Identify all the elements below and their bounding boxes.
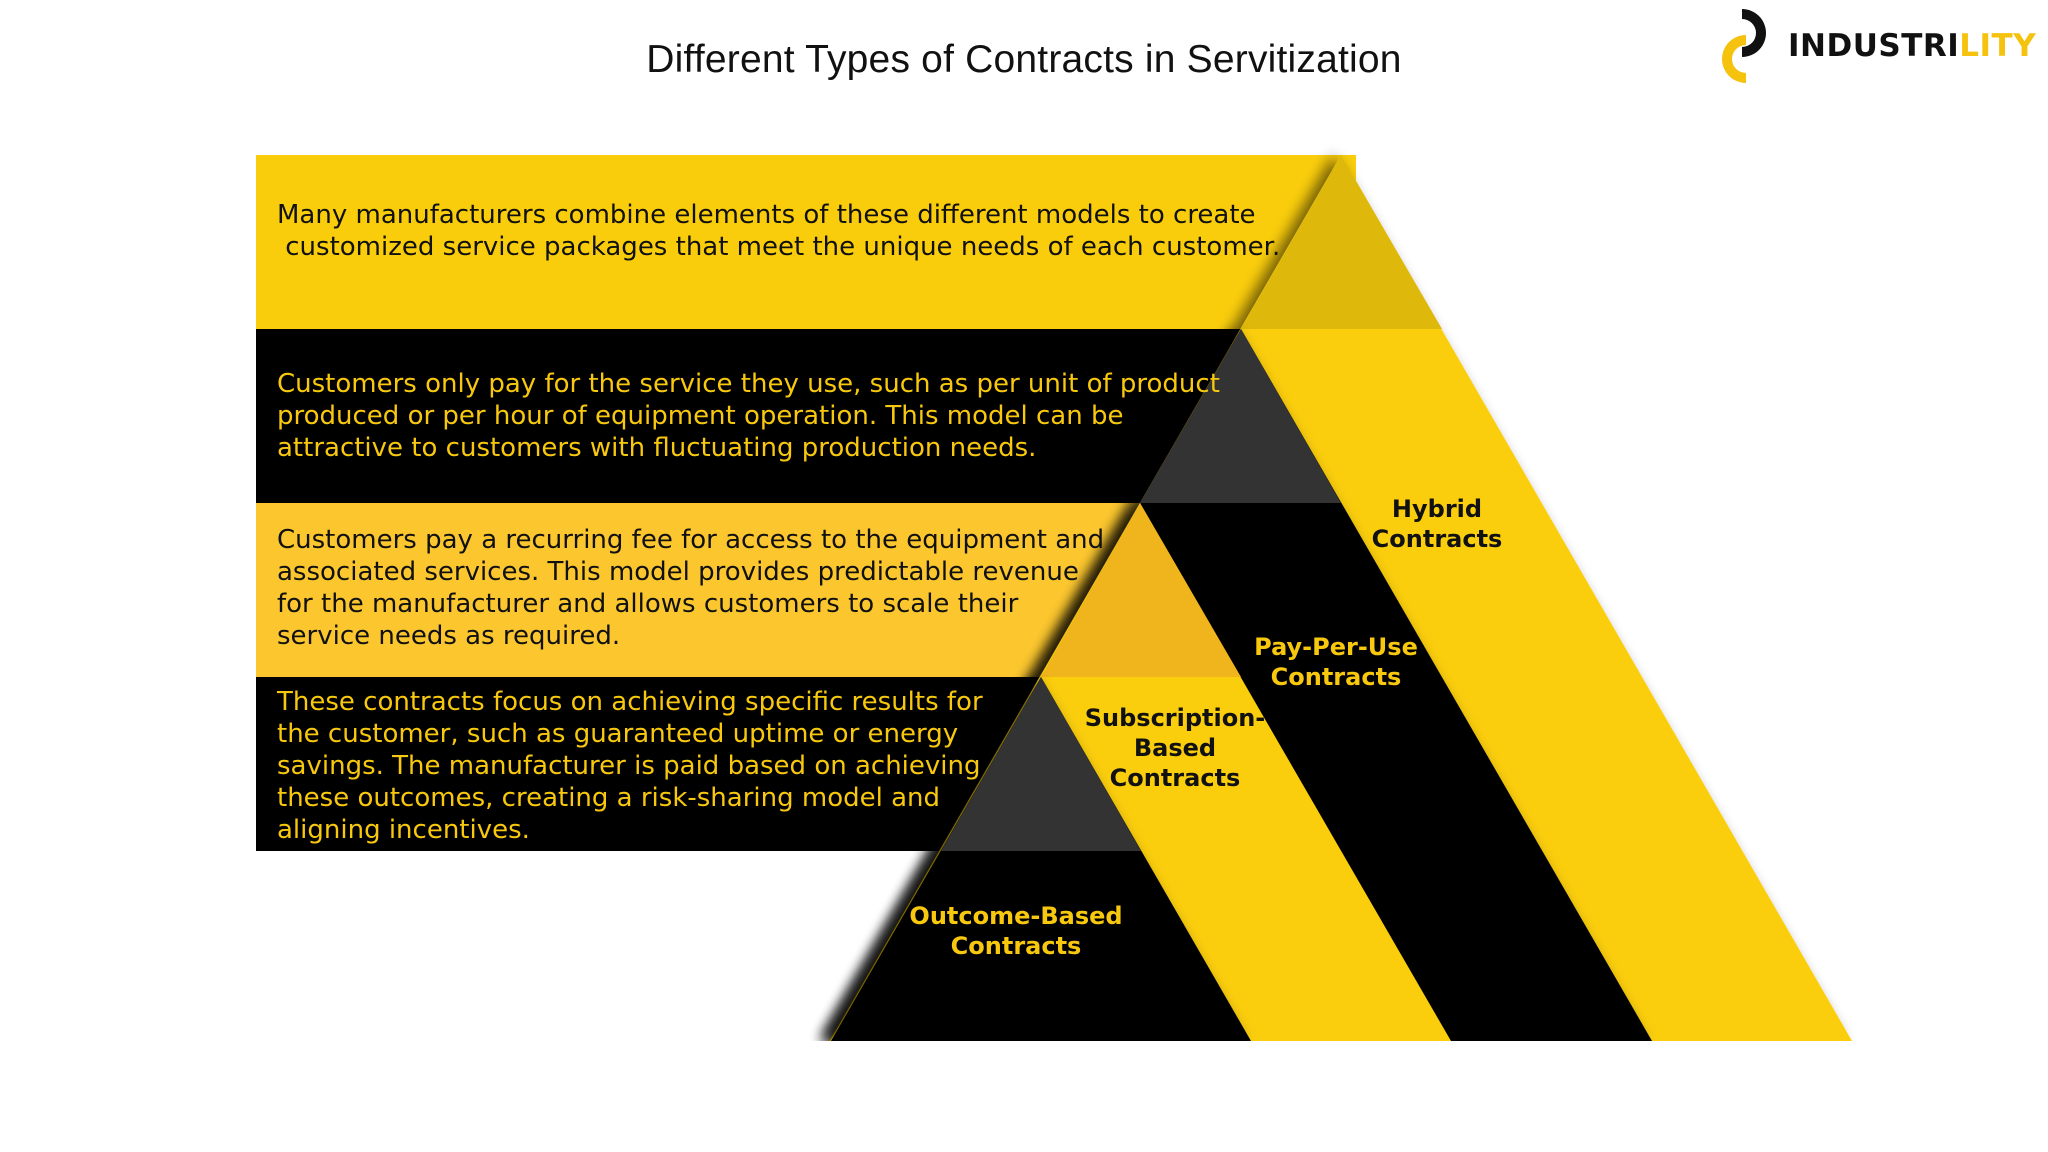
logo-text-accent: LITY: [1959, 28, 2037, 64]
description-pay-per-use: Customers only pay for the service they …: [277, 369, 1220, 463]
industrility-logo-icon: [1722, 9, 1766, 83]
description-outcome: These contracts focus on achieving speci…: [277, 687, 983, 845]
triangle-outcome-overlap: [941, 677, 1141, 851]
label-subscription: Subscription- Based Contracts: [1084, 704, 1266, 792]
logo-wordmark: INDUSTRILITY: [1788, 28, 2036, 64]
label-hybrid: Hybrid Contracts: [1371, 495, 1503, 553]
triangle-pay-per-use-overlap: [1140, 329, 1341, 503]
description-hybrid: Many manufacturers combine elements of t…: [277, 200, 1281, 262]
logo-text-dark: INDUSTRI: [1788, 28, 1960, 64]
label-pay-per-use: Pay-Per-Use Contracts: [1254, 633, 1418, 691]
page-title-text: Different Types of Contracts in Servitiz…: [646, 38, 1402, 81]
description-subscription: Customers pay a recurring fee for access…: [277, 525, 1105, 651]
brand-logo: INDUSTRILITY: [1716, 4, 2036, 88]
band-hybrid: [256, 155, 1356, 329]
triangle-subscription-overlap: [1041, 503, 1241, 677]
triangle-outcome: [831, 677, 1251, 1041]
page-title: Different Types of Contracts in Servitiz…: [0, 38, 2048, 82]
triangle-hybrid-overlap: [1241, 155, 1442, 329]
label-outcome: Outcome-Based Contracts: [909, 902, 1123, 960]
